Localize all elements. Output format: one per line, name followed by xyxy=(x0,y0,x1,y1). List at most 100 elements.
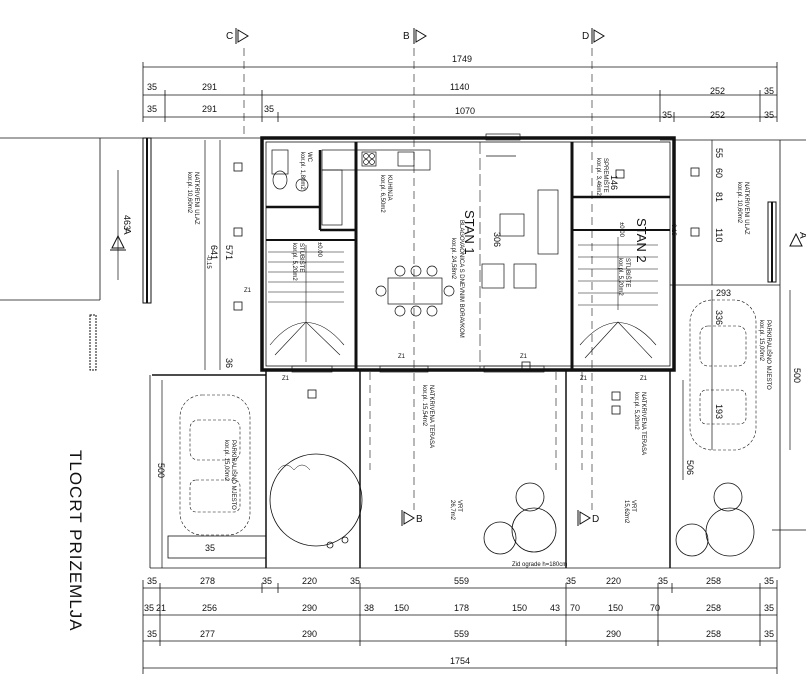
dining-table xyxy=(375,265,455,317)
dim-label: 36 xyxy=(224,358,234,368)
dim-label: 81 xyxy=(714,192,724,202)
dim-label: 150 xyxy=(512,603,527,613)
exterior-walls xyxy=(152,370,671,568)
section-marker-a-left: A xyxy=(110,228,132,251)
room-label-stairs1: STUBIŠTE xyxy=(298,243,305,272)
room-label-entry-left: NATKRIVENI ULAZ xyxy=(193,172,199,225)
room-area-stairs1: kor.pl. 5,20m2 xyxy=(291,243,297,281)
parking-sign-area xyxy=(167,535,267,559)
dim-label: 291 xyxy=(202,104,217,114)
section-marker-d-bottom: D xyxy=(577,510,599,526)
dim-label: 150 xyxy=(608,603,623,613)
dim-label: 256 xyxy=(202,603,217,613)
room-area-garden1: 26,7m2 xyxy=(449,500,455,521)
dim-label: 1070 xyxy=(455,106,475,116)
section-marker-a-right: A xyxy=(789,232,806,247)
dim-label: 258 xyxy=(706,629,721,639)
car-right xyxy=(689,299,757,451)
dim-label: 35 xyxy=(764,576,774,586)
drawing-title: TLOCRT PRIZEMLJA xyxy=(66,450,85,632)
kitchen-counter xyxy=(321,149,431,226)
living-furniture xyxy=(481,155,559,289)
dim-label: 35 xyxy=(262,576,272,586)
dim-label: 35 xyxy=(147,629,157,639)
dim-label: 641 xyxy=(209,245,219,260)
marker-label: Z1 xyxy=(520,354,528,360)
staircase-right xyxy=(578,237,658,359)
room-area-storage: kor.pl. 3,46m2 xyxy=(595,158,601,196)
fence-label: Zid ograde h=180cm xyxy=(512,562,567,568)
section-marker-b-bottom: B xyxy=(401,510,423,526)
dim-label: 35 xyxy=(764,603,774,613)
dim-label: 559 xyxy=(454,629,469,639)
dim-label: 290 xyxy=(606,629,621,639)
tree-large xyxy=(269,453,363,549)
left-side-dimensions xyxy=(117,140,221,568)
dim-label: 500 xyxy=(792,368,802,383)
dim-label: 258 xyxy=(706,603,721,613)
right-side-dimensions xyxy=(682,140,791,480)
building-outline xyxy=(260,136,676,372)
dim-label: 35 xyxy=(147,576,157,586)
dim-label: 35 xyxy=(658,576,668,586)
room-label-kitchen: KUHINJA xyxy=(386,175,392,201)
dim-label: 110 xyxy=(714,228,724,242)
section-marker-d-top: D xyxy=(582,28,605,44)
dim-label: 559 xyxy=(454,576,469,586)
car-left xyxy=(179,394,251,536)
dim-label: 463 xyxy=(122,215,132,230)
light-symbols xyxy=(233,162,700,415)
dim-label: 506 xyxy=(685,460,695,475)
shrubs-right xyxy=(675,482,755,557)
dim-label: 1749 xyxy=(452,54,472,64)
level-label: -0.15 xyxy=(670,222,676,236)
marker-label: Z1 xyxy=(282,376,290,382)
room-label-garden1: VRT xyxy=(456,500,462,512)
room-label-parking1: PARKIRALIŠNO MJESTO xyxy=(230,440,237,510)
dim-label: 293 xyxy=(716,288,731,298)
staircase-left xyxy=(268,245,345,362)
dim-label: 55 xyxy=(714,148,724,158)
room-label-wc: WC xyxy=(306,152,312,163)
dim-label: 35 xyxy=(662,110,672,120)
shrubs-center xyxy=(483,482,557,555)
dashed-lines xyxy=(243,48,593,510)
section-marker-c-top: C xyxy=(226,28,249,44)
dim-label: 146 xyxy=(609,175,619,190)
bottom-dimension-lines xyxy=(142,580,778,674)
dim-label: 500 xyxy=(156,463,166,478)
dim-label: 220 xyxy=(606,576,621,586)
dim-label: 290 xyxy=(302,603,317,613)
dim-label: 290 xyxy=(302,629,317,639)
dim-label: 35 xyxy=(350,576,360,586)
dim-label: 21 xyxy=(156,603,166,613)
section-label: D xyxy=(592,514,599,525)
dim-label: 1140 xyxy=(450,82,469,92)
section-label: C xyxy=(226,31,233,42)
dim-label: 35 xyxy=(144,603,154,613)
dim-label: 35 xyxy=(264,104,274,114)
dim-label: 70 xyxy=(650,603,660,613)
marker-label: Z1 xyxy=(640,376,648,382)
section-label: A xyxy=(121,228,132,235)
windows xyxy=(291,133,545,373)
dim-label: 1754 xyxy=(450,656,470,666)
section-marker-b-top: B xyxy=(403,28,427,44)
marker-label: Z1 xyxy=(398,354,406,360)
dim-label: 35 xyxy=(147,104,157,114)
room-area-entry-left: kor.pl. 10,60m2 xyxy=(186,172,192,214)
room-area-stairs2: kor.pl. 5,20m2 xyxy=(617,258,623,296)
room-label-stan1: STAN 1 xyxy=(462,210,477,255)
dim-label: 35 xyxy=(147,82,157,92)
dim-label: 38 xyxy=(364,603,374,613)
dim-label: 277 xyxy=(200,629,215,639)
dim-label: 178 xyxy=(454,603,469,613)
room-area-entry-right: kor.pl. 10,60m2 xyxy=(736,182,742,224)
dim-label: 306 xyxy=(492,232,502,247)
room-label-entry-right: NATKRIVENI ULAZ xyxy=(743,182,749,235)
dim-label: 220 xyxy=(302,576,317,586)
dim-label: 571 xyxy=(224,245,234,260)
wc-fixtures xyxy=(271,149,309,192)
dim-label: 258 xyxy=(706,576,721,586)
dim-label: 278 xyxy=(200,576,215,586)
